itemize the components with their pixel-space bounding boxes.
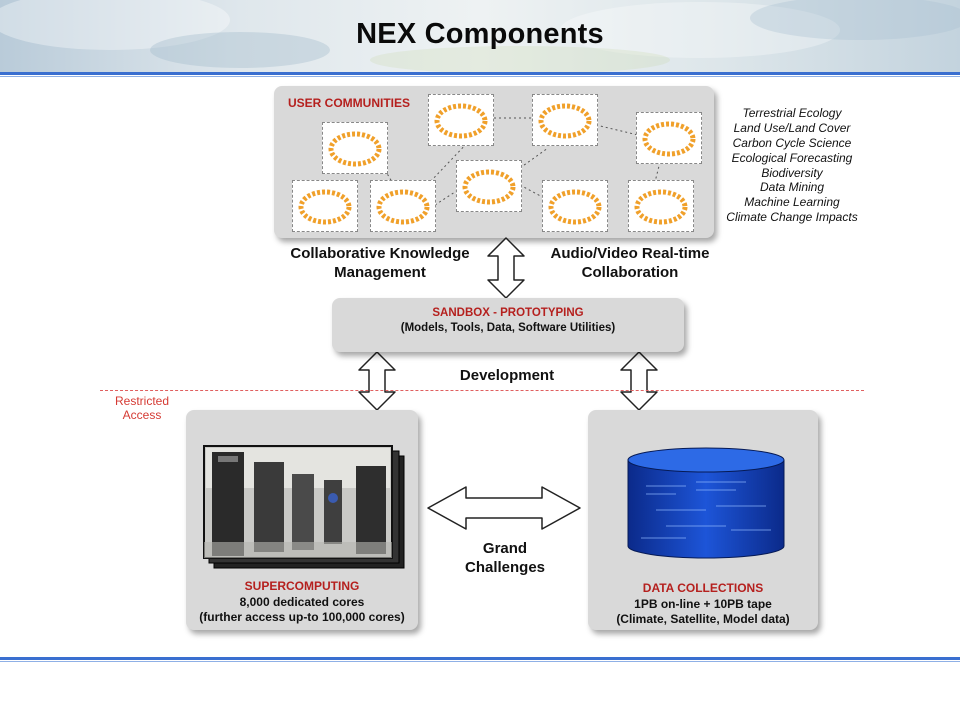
topic-item: Land Use/Land Cover xyxy=(733,121,851,135)
community-group xyxy=(532,94,598,146)
page-title: NEX Components xyxy=(356,18,604,50)
people-circle-icon xyxy=(434,103,488,139)
community-group xyxy=(370,180,436,232)
community-group xyxy=(322,122,388,174)
footer-divider-thin xyxy=(0,661,960,662)
community-group xyxy=(292,180,358,232)
supercomputing-line2: (further access up-to 100,000 cores) xyxy=(199,610,405,624)
collab-knowledge-line2: Management xyxy=(334,264,426,281)
community-group xyxy=(628,180,694,232)
double-arrow-icon xyxy=(620,351,658,411)
sandbox-title: SANDBOX - PROTOTYPING xyxy=(432,307,584,319)
people-circle-icon xyxy=(642,121,696,157)
sandbox-panel xyxy=(332,298,684,352)
restricted-line2: Access xyxy=(122,408,162,422)
user-communities-label: USER COMMUNITIES xyxy=(288,96,411,110)
grand-challenges-line2: Challenges xyxy=(464,559,546,576)
collab-knowledge-label: Collaborative Knowledge Management xyxy=(270,244,490,282)
data-collections-line1: 1PB on-line + 10PB tape xyxy=(634,597,772,611)
footer-divider xyxy=(0,657,960,660)
community-group xyxy=(428,94,494,146)
topic-item: Biodiversity xyxy=(761,166,823,180)
people-circle-icon xyxy=(376,189,430,225)
header-banner: NEX Components xyxy=(0,0,960,72)
supercomputing-line1: 8,000 dedicated cores xyxy=(239,595,365,609)
people-circle-icon xyxy=(538,103,592,139)
topic-item: Ecological Forecasting xyxy=(731,151,853,165)
grand-challenges-label: Grand Challenges xyxy=(440,539,570,577)
topic-item: Climate Change Impacts xyxy=(726,210,858,224)
header-background-art xyxy=(0,0,960,72)
restricted-line1: Restricted xyxy=(114,394,170,408)
topic-item: Machine Learning xyxy=(744,195,840,209)
header-divider-thin xyxy=(0,76,960,77)
supercomputer-image xyxy=(203,445,405,569)
people-circle-icon xyxy=(328,131,382,167)
community-group xyxy=(636,112,702,164)
topic-item: Terrestrial Ecology xyxy=(742,106,842,120)
topic-item: Data Mining xyxy=(759,180,825,194)
header-divider xyxy=(0,72,960,75)
people-circle-icon xyxy=(298,189,352,225)
grand-challenges-line1: Grand xyxy=(482,540,528,557)
people-circle-icon xyxy=(634,189,688,225)
development-label: Development xyxy=(459,367,555,384)
double-arrow-icon xyxy=(427,486,581,530)
audio-video-line1: Audio/Video Real-time xyxy=(550,245,710,262)
topic-item: Carbon Cycle Science xyxy=(732,136,852,150)
database-cylinder-icon xyxy=(627,447,785,559)
people-circle-icon xyxy=(548,189,602,225)
audio-video-line2: Collaboration xyxy=(581,264,679,281)
community-group xyxy=(456,160,522,212)
restricted-boundary-line xyxy=(100,390,864,391)
double-arrow-icon xyxy=(487,237,525,299)
data-collections-line2: (Climate, Satellite, Model data) xyxy=(616,612,790,626)
restricted-access-label: Restricted Access xyxy=(100,394,184,422)
supercomputing-title: SUPERCOMPUTING xyxy=(244,579,360,593)
double-arrow-icon xyxy=(358,351,396,411)
data-collections-title: DATA COLLECTIONS xyxy=(642,581,764,595)
collab-knowledge-line1: Collaborative Knowledge xyxy=(290,245,470,262)
community-group xyxy=(542,180,608,232)
sandbox-subtitle: (Models, Tools, Data, Software Utilities… xyxy=(400,322,616,334)
audio-video-label: Audio/Video Real-time Collaboration xyxy=(530,244,730,282)
people-circle-icon xyxy=(462,169,516,205)
